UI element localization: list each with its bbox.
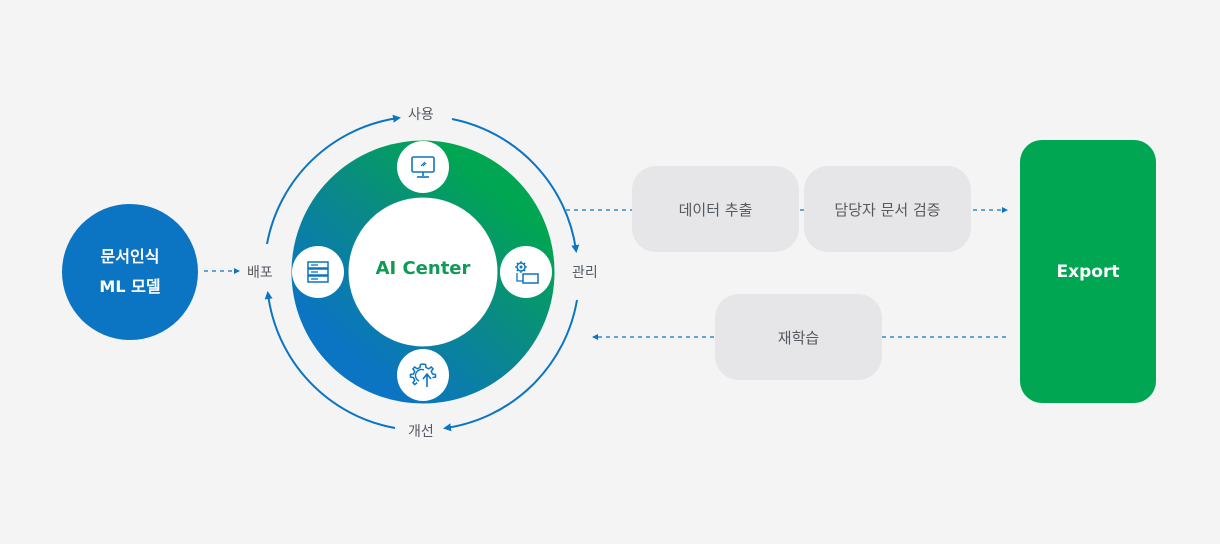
monitor-icon <box>397 141 449 193</box>
ml-model-line2: ML 모델 <box>99 277 161 296</box>
label-use: 사용 <box>408 107 434 123</box>
pill-retrain-label: 재학습 <box>777 328 820 347</box>
export-label: Export <box>1056 261 1120 282</box>
label-improve: 개선 <box>408 424 434 440</box>
pill-document-verify: 담당자 문서 검증 <box>804 166 971 252</box>
export-box: Export <box>1020 140 1156 403</box>
ring-inner <box>349 198 497 346</box>
ml-model-circle: 문서인식 ML 모델 <box>62 204 198 340</box>
pill-data-extract-label: 데이터 추출 <box>678 200 753 219</box>
arrow-use-to-manage <box>451 118 580 253</box>
gear-upload-icon <box>397 349 449 401</box>
pill-document-verify-label: 담당자 문서 검증 <box>834 200 941 219</box>
arrow-deploy-to-use <box>266 114 401 245</box>
label-manage: 관리 <box>572 265 598 281</box>
ml-model-line1: 문서인식 <box>100 247 160 266</box>
ai-center-title: AI Center <box>375 258 471 279</box>
label-deploy: 배포 <box>247 265 273 281</box>
server-icon <box>292 246 344 298</box>
pill-data-extract: 데이터 추출 <box>632 166 799 252</box>
settings-document-icon <box>500 246 552 298</box>
arrow-manage-to-improve <box>443 299 578 432</box>
arrow-improve-to-deploy <box>264 291 396 429</box>
pill-retrain: 재학습 <box>715 294 882 380</box>
